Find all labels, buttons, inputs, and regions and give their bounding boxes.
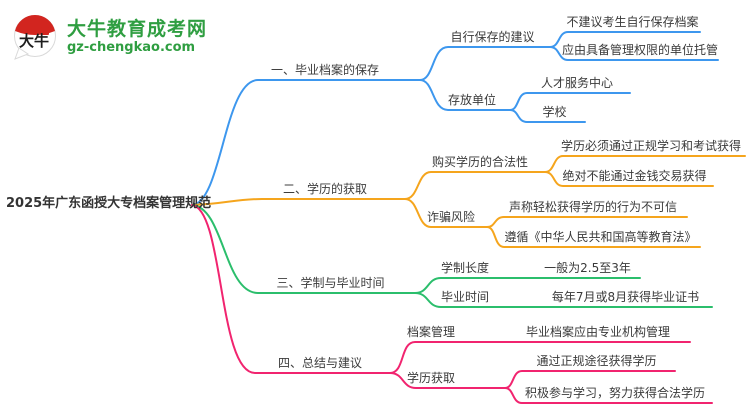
subnode-graduation-time[interactable]: 毕业时间	[440, 290, 489, 304]
branch-line	[419, 79, 511, 111]
branch1-lines	[191, 31, 719, 206]
branch-line	[404, 198, 488, 228]
branch-node-2[interactable]: 二、学历的获取	[282, 182, 367, 196]
branch-line	[191, 204, 391, 374]
leaf-node[interactable]: 不建议考生自行保存档案	[566, 15, 699, 29]
site-logo[interactable]: 大牛 大牛教育成考网 gz-chengkao.com	[10, 10, 207, 62]
daniu-logo-icon: 大牛	[10, 10, 60, 62]
branch4-lines	[191, 204, 713, 404]
branch-line	[191, 198, 406, 206]
branch-node-4[interactable]: 四、总结与建议	[277, 356, 362, 370]
branch-line	[191, 204, 416, 294]
site-name: 大牛教育成考网	[67, 17, 208, 40]
branch-line	[389, 341, 691, 374]
subnode-degree-purchase-legality[interactable]: 购买学历的合法性	[431, 155, 528, 169]
branch-line	[486, 226, 701, 248]
leaf-node[interactable]: 声称轻松获得学历的行为不可信	[508, 200, 677, 214]
leaf-node[interactable]: 绝对不能通过金钱交易获得	[562, 169, 707, 183]
site-url: gz-chengkao.com	[67, 39, 196, 55]
branch-node-3[interactable]: 三、学制与毕业时间	[276, 276, 385, 290]
subnode-storage-unit[interactable]: 存放单位	[447, 93, 496, 107]
svg-text:大牛: 大牛	[19, 32, 49, 50]
subnode-self-keeping-advice[interactable]: 自行保存的建议	[450, 30, 535, 44]
leaf-node[interactable]: 每年7月或8月获得毕业证书	[551, 290, 700, 304]
leaf-node[interactable]: 通过正规途径获得学历	[536, 354, 657, 368]
branch-line	[404, 171, 546, 200]
branch-line	[191, 79, 421, 206]
leaf-node[interactable]: 毕业档案应由专业机构管理	[525, 325, 670, 339]
leaf-node[interactable]: 学校	[542, 105, 567, 119]
branch-line	[544, 171, 714, 187]
subnode-fraud-risk[interactable]: 诈骗风险	[426, 210, 475, 224]
leaf-node[interactable]: 遵循《中华人民共和国高等教育法》	[504, 230, 697, 244]
branch-line	[549, 46, 719, 61]
leaf-node[interactable]: 应由具备管理权限的单位托管	[561, 43, 718, 57]
subnode-degree-acquisition[interactable]: 学历获取	[406, 371, 455, 385]
branch3-lines	[191, 204, 713, 308]
branch-node-1[interactable]: 一、毕业档案的保存	[270, 63, 379, 77]
subnode-archive-management[interactable]: 档案管理	[406, 325, 455, 339]
leaf-node[interactable]: 学历必须通过正规学习和考试获得	[560, 139, 741, 153]
branch-line	[419, 46, 551, 81]
branch-line	[486, 216, 688, 228]
branch-line	[509, 92, 631, 111]
leaf-node[interactable]: 积极参与学习，努力获得合法学历	[524, 386, 705, 400]
leaf-node[interactable]: 一般为2.5至3年	[544, 261, 631, 275]
branch2-lines	[191, 155, 746, 248]
branch-line	[509, 109, 586, 123]
leaf-node[interactable]: 人才服务中心	[540, 76, 613, 90]
branch-line	[389, 372, 506, 389]
branch-line	[504, 387, 713, 404]
root-node[interactable]: 2025年广东函授大专档案管理规范	[6, 196, 212, 211]
subnode-program-length[interactable]: 学制长度	[440, 261, 489, 275]
branch-line	[414, 292, 713, 308]
